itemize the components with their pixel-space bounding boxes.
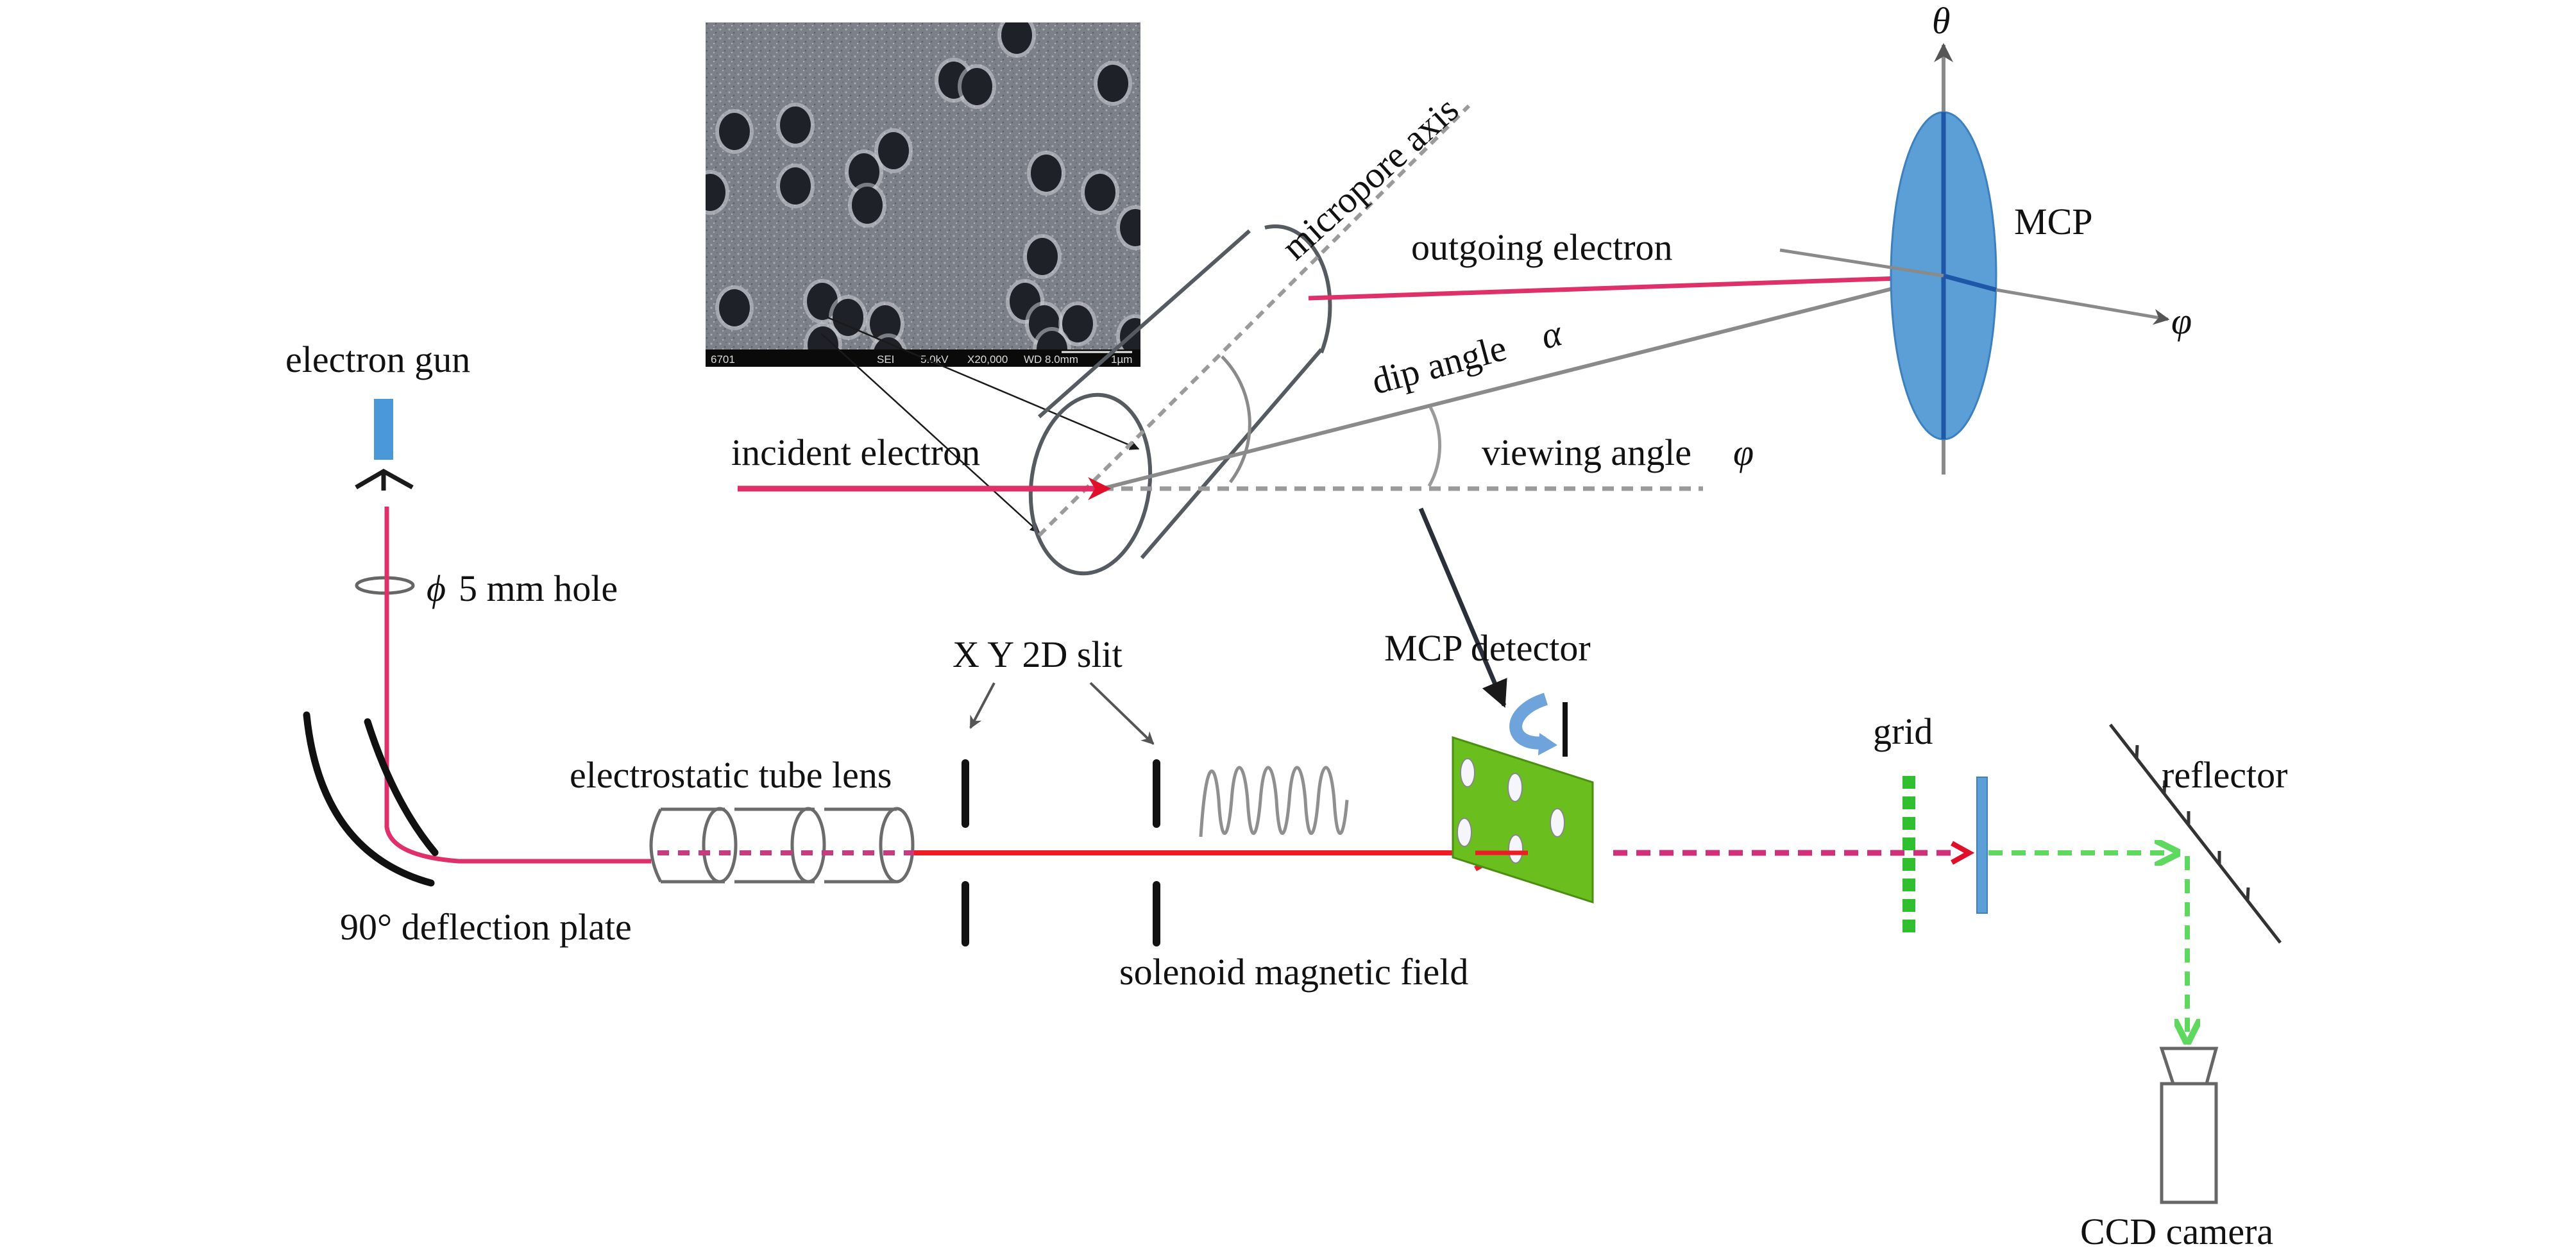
label-theta-axis: θ [1932, 0, 1951, 42]
label-viewing-symbol: φ [1733, 432, 1754, 473]
detector-hole [1507, 773, 1523, 802]
ccd-camera [2159, 1047, 2219, 1204]
sem-id-label: 6701 [711, 353, 735, 366]
sem-inset: 6701 SEI 5.0kV X20,000 WD 8.0mm 1µm [706, 22, 1140, 367]
mirror-tick [2162, 780, 2167, 794]
dip-angle-line [1101, 274, 1944, 491]
sem-pore [706, 174, 725, 211]
phi-axis [1996, 288, 2170, 325]
sem-voltage: 5.0kV [920, 353, 949, 366]
rotation-arrowhead-icon [1538, 733, 1557, 755]
mcp-detector [1452, 693, 1594, 904]
sem-pointer-line [820, 333, 1040, 534]
label-mcp: MCP [2014, 201, 2093, 242]
deflection-plate-outer [303, 711, 435, 887]
label-solenoid: solenoid magnetic field [1119, 951, 1468, 993]
sem-pore [852, 187, 883, 224]
micropore-wall-bottom [1140, 348, 1323, 559]
mcp-phi-segment [1943, 273, 1997, 292]
lens-cylinder-2 [734, 807, 815, 884]
sem-pore [962, 68, 992, 105]
sem-pore [719, 289, 750, 326]
detector-hole [1460, 758, 1475, 787]
sem-pore [1031, 155, 1062, 192]
camera-body [2160, 1082, 2218, 1204]
label-viewing-angle: viewing angle [1482, 432, 1691, 473]
sem-magnification: X20,000 [967, 353, 1008, 366]
sem-pore [1085, 174, 1115, 211]
electron-beam-path [384, 507, 651, 864]
detector-hole [1457, 818, 1472, 847]
electron-gun-tip [355, 468, 414, 491]
deflection-plate-inner [364, 718, 439, 856]
xy-2d-slit [962, 759, 1160, 946]
rotation-arrow-icon [1509, 693, 1548, 750]
label-tube-lens: electrostatic tube lens [570, 754, 892, 796]
sem-pore [780, 106, 811, 144]
detector-plate [1452, 736, 1594, 904]
label-reflector: reflector [2162, 754, 2287, 796]
label-dip-symbol: α [1536, 312, 1567, 357]
phosphor-screen [1976, 777, 1988, 914]
sem-pore [1062, 305, 1093, 342]
label-electron-gun: electron gun [285, 339, 470, 380]
label-mcp-detector: MCP detector [1384, 627, 1591, 669]
mcp-incoming-guide [1779, 248, 1944, 278]
label-phi-axis: φ [2171, 300, 2192, 342]
sem-pore [1120, 209, 1140, 246]
lens-ring-1 [702, 807, 738, 884]
label-hole: 5 mm hole [459, 568, 618, 609]
sem-pores [706, 22, 1140, 367]
viewing-angle-arc [1427, 406, 1442, 487]
electron-gun-body [374, 399, 393, 460]
sem-pointer-line [827, 316, 1140, 450]
label-deflection-plate: 90° deflection plate [340, 906, 632, 948]
micropore-back-rim [1264, 224, 1332, 354]
sem-mode: SEI [877, 353, 894, 366]
mcp-plate [1779, 43, 2170, 475]
mirror-line [2109, 723, 2282, 944]
secondary-beam-arrowhead [1951, 841, 1975, 865]
label-dip-angle-group: dip angle α [1368, 312, 1567, 403]
micropore-wall-top [1038, 229, 1251, 419]
detector-pointer-arrow [1418, 507, 1507, 708]
sem-pore [833, 299, 863, 336]
lens-cylinder-1 [649, 807, 725, 884]
label-ccd-camera: CCD camera [2080, 1211, 2273, 1252]
sem-scale-label: 1µm [1111, 353, 1132, 366]
micropore-front-opening [1028, 392, 1153, 576]
sem-working-distance: WD 8.0mm [1024, 353, 1078, 366]
sem-pore [878, 132, 909, 169]
label-outgoing-electron: outgoing electron [1411, 226, 1673, 268]
detector-hole [1550, 808, 1565, 837]
sem-pore [719, 113, 750, 150]
lens-cylinder-3 [824, 807, 897, 884]
solenoid-coil [1199, 766, 1349, 837]
dip-angle-arc [1221, 355, 1251, 484]
electrostatic-tube-lens [649, 807, 915, 884]
micropore-axis-line [1037, 104, 1471, 537]
detector-hole [1508, 834, 1523, 864]
reflector-mirror [2109, 723, 2282, 944]
camera-lens [2159, 1047, 2219, 1086]
sem-pore [1097, 65, 1128, 102]
label-incident-electron: incident electron [731, 432, 980, 473]
slit-pointer-2 [1089, 682, 1155, 745]
lens-ring-3 [879, 807, 915, 884]
sem-pore [849, 153, 879, 190]
slit-pointer-1 [969, 682, 996, 729]
sem-pore [780, 167, 811, 205]
label-slit: X Y 2D slit [953, 634, 1123, 675]
lens-ring-2 [790, 807, 826, 884]
label-grid: grid [1873, 711, 1933, 752]
outgoing-electron-beam [1308, 268, 1941, 301]
sem-pore [1001, 22, 1032, 54]
sem-pore [1027, 238, 1058, 275]
sem-pore [870, 305, 901, 342]
micropore-cylinder [1028, 224, 1332, 576]
label-hole-symbol: ϕ [427, 568, 446, 609]
